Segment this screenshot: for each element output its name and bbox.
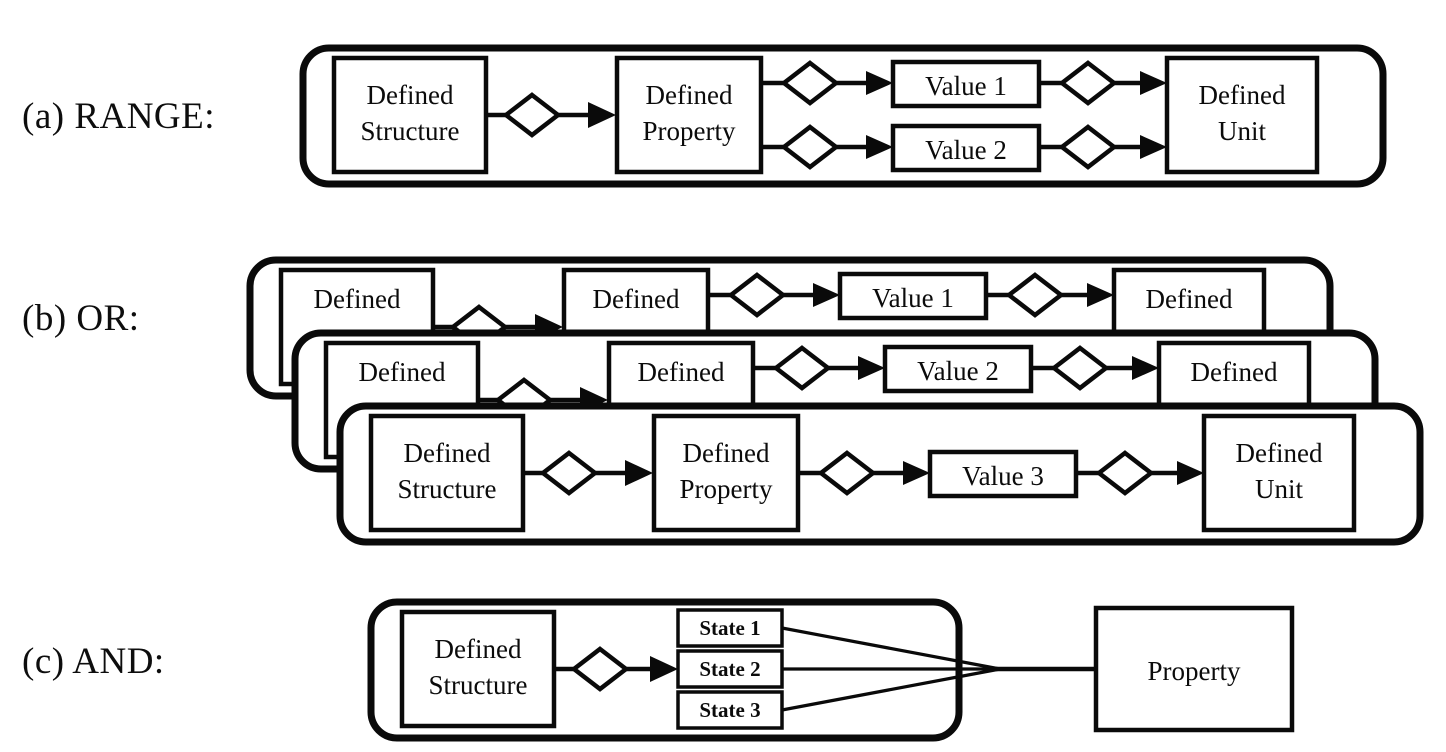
or-layer1-value-box	[837, 271, 989, 321]
or-layer3-diamond-1	[539, 450, 599, 496]
or-layer-3: Defined Structure Defined Property Value…	[336, 402, 1424, 546]
and-state-1-label: State 1	[699, 616, 760, 640]
or-layer3-diamond-2	[817, 450, 877, 496]
range-defined-structure-line2: Structure	[361, 116, 460, 146]
range-diamond-value1-unit	[1058, 60, 1118, 106]
or-layer1-structure-line1: Defined	[314, 284, 401, 314]
or-layer3-arrow-1	[625, 460, 653, 486]
and-diamond-structure-states	[570, 646, 630, 692]
and-structure-line2: Structure	[429, 670, 528, 700]
range-value2-box	[890, 123, 1042, 173]
panel-range-label: (a) RANGE:	[22, 96, 215, 137]
or-layer1-arrow-3	[1087, 283, 1114, 307]
range-value1-box	[890, 59, 1042, 109]
range-value1-label: Value 1	[925, 71, 1007, 101]
or-layer2-unit-line1: Defined	[1191, 357, 1278, 387]
and-property-box	[1093, 605, 1295, 733]
and-arrow-structure-states	[650, 656, 678, 682]
range-defined-property-line2: Property	[643, 116, 736, 146]
range-arrow-property-value2	[866, 135, 893, 159]
or-layer2-diamond-3	[1050, 345, 1110, 391]
range-diamond-property-value2	[780, 124, 840, 170]
range-defined-structure-box	[331, 55, 489, 175]
or-layer2-arrow-3	[1132, 356, 1159, 380]
range-diamond-value2-unit	[1058, 124, 1118, 170]
range-diamond-property-value1	[780, 60, 840, 106]
range-defined-unit-line2: Unit	[1218, 116, 1267, 146]
range-defined-structure-line1: Defined	[367, 80, 454, 110]
or-layer3-structure-line2: Structure	[398, 474, 497, 504]
or-layer3-defined-unit-box	[1201, 413, 1357, 533]
range-value2-label: Value 2	[925, 135, 1007, 165]
or-layer1-property-line1: Defined	[593, 284, 680, 314]
or-layer3-arrow-3	[1177, 461, 1204, 485]
or-layer3-defined-structure-box	[368, 413, 526, 533]
and-link-state1-junction	[781, 626, 1001, 671]
or-layer3-property-line1: Defined	[683, 438, 770, 468]
range-arrow-value2-unit	[1140, 135, 1167, 159]
and-property-label: Property	[1148, 656, 1241, 686]
or-layer2-structure-line1: Defined	[359, 357, 446, 387]
panel-or-label: (b) OR:	[22, 298, 140, 339]
or-layer1-arrow-2	[813, 283, 840, 307]
panel-and: (c) AND: Defined Structure State 1 State…	[22, 598, 1295, 742]
and-state-3-box	[676, 690, 784, 730]
range-defined-property-box	[614, 55, 764, 175]
and-state-3-label: State 3	[699, 698, 760, 722]
range-diamond-structure-property	[502, 92, 562, 138]
and-structure-line1: Defined	[435, 634, 522, 664]
or-layer2-property-line1: Defined	[638, 357, 725, 387]
or-layer3-unit-line1: Defined	[1236, 438, 1323, 468]
or-layer1-unit-line1: Defined	[1146, 284, 1233, 314]
or-layer3-unit-line2: Unit	[1255, 474, 1304, 504]
or-layer1-diamond-3	[1005, 272, 1065, 318]
or-layer2-arrow-2	[858, 356, 885, 380]
and-state-1-box	[676, 608, 784, 648]
or-layer2-value-label: Value 2	[917, 356, 999, 386]
range-defined-property-line1: Defined	[646, 80, 733, 110]
or-layer2-value-box	[882, 344, 1034, 394]
or-layer1-diamond-2	[727, 272, 787, 318]
or-layer1-value-label: Value 1	[872, 283, 954, 313]
or-layer3-value-label: Value 3	[962, 461, 1044, 491]
and-link-state3-junction	[781, 667, 1001, 712]
range-defined-unit-box	[1164, 55, 1320, 175]
panel-and-label: (c) AND:	[22, 641, 165, 682]
or-layer3-diamond-3	[1095, 450, 1155, 496]
range-arrow-structure-property	[588, 102, 616, 128]
or-layer3-structure-line1: Defined	[404, 438, 491, 468]
range-arrow-value1-unit	[1140, 71, 1167, 95]
panel-or: (b) OR: Defined Structure Defined Proper…	[22, 256, 1424, 546]
or-layer3-arrow-2	[903, 461, 930, 485]
or-layer3-property-line2: Property	[680, 474, 773, 504]
or-layer3-value-box	[927, 449, 1079, 499]
or-layer2-diamond-2	[772, 345, 832, 391]
range-defined-unit-line1: Defined	[1199, 80, 1286, 110]
and-defined-structure-box	[399, 609, 557, 729]
and-state-2-label: State 2	[699, 657, 760, 681]
panel-range: (a) RANGE: Defined Structure Defined Pro…	[22, 44, 1387, 188]
or-layer3-defined-property-box	[651, 413, 801, 533]
range-arrow-property-value1	[866, 71, 893, 95]
